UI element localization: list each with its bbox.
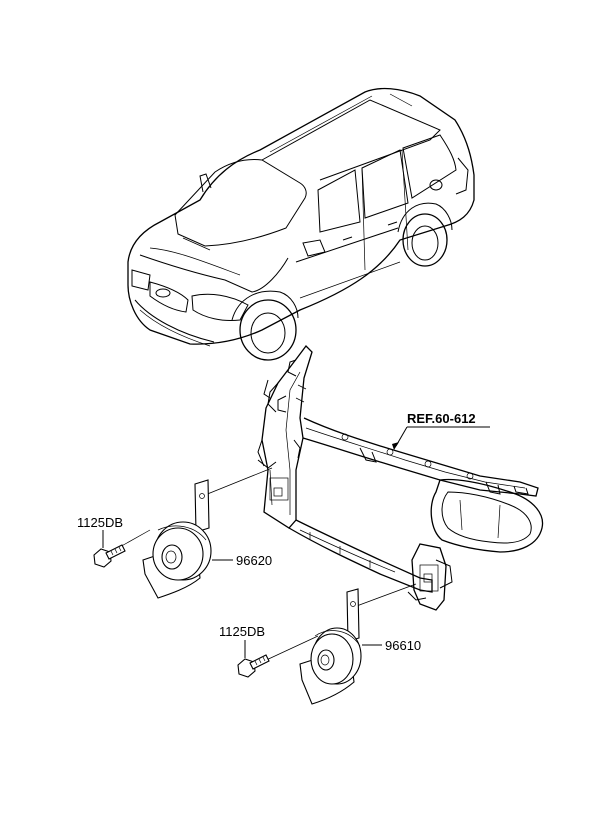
bolt-label-upper: 1125DB <box>77 515 123 530</box>
mount-guide-line-lower <box>353 583 417 608</box>
bolt-guide-line-upper <box>117 529 151 549</box>
ref-label: REF.60-612 <box>407 411 476 426</box>
bolt-icon-upper <box>93 544 126 568</box>
horn-assembly-lower <box>237 583 417 705</box>
horn-icon-lower <box>299 627 362 705</box>
radiator-support-carrier <box>257 345 544 611</box>
horn-label-lower: 96610 <box>385 638 421 653</box>
bolt-icon-lower <box>237 654 270 678</box>
horn-icon-upper <box>142 521 212 599</box>
bolt-label-lower: 1125DB <box>219 624 265 639</box>
bolt-guide-line-lower <box>261 635 319 663</box>
horn-assembly-upper <box>93 467 273 599</box>
mount-guide-line-upper <box>199 467 273 498</box>
ref-arrowhead <box>392 442 399 450</box>
vehicle-illustration <box>127 87 475 361</box>
horn-label-upper: 96620 <box>236 553 272 568</box>
